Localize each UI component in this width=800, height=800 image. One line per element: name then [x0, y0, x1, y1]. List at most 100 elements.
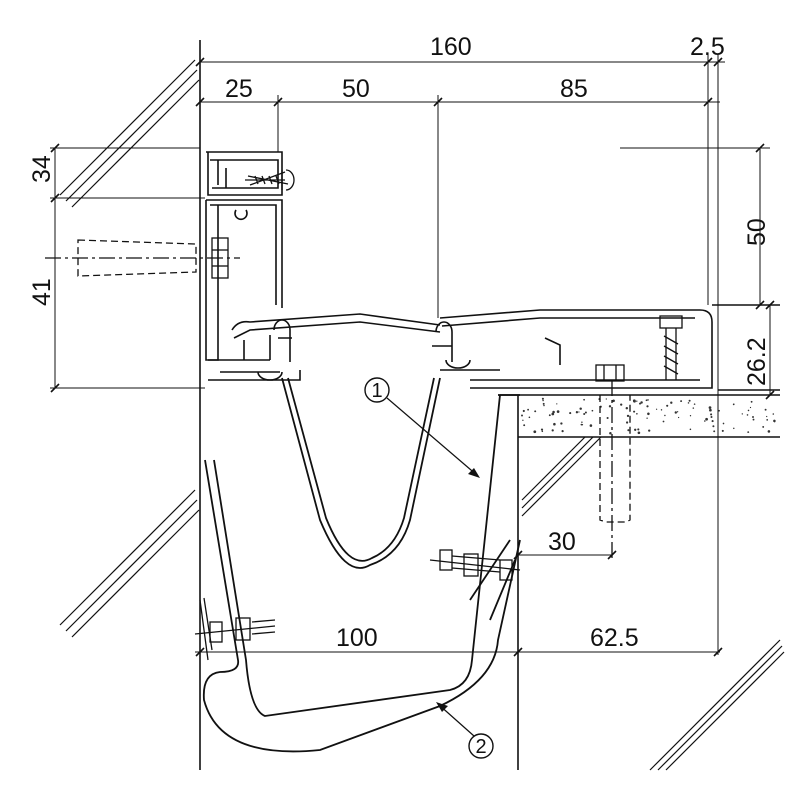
concrete-dot — [609, 431, 612, 435]
concrete-dot — [639, 402, 641, 405]
concrete-dot — [712, 425, 715, 428]
right-clamp-bolt — [429, 549, 521, 581]
concrete-dot — [662, 420, 665, 423]
concrete-dot — [722, 422, 725, 425]
drainage-trough-part-2 — [202, 394, 521, 753]
dim-bottom-right: 62.5 — [590, 624, 639, 652]
concrete-dot — [636, 412, 638, 415]
concrete-dot — [605, 398, 607, 400]
rubber-seal-part-1 — [281, 377, 441, 569]
concrete-dot — [541, 397, 544, 400]
concrete-dot — [637, 431, 641, 435]
concrete-dot — [752, 416, 754, 418]
concrete-dot — [750, 400, 753, 403]
concrete-dot — [528, 416, 531, 419]
concrete-dot — [660, 409, 663, 411]
concrete-dot — [711, 420, 714, 423]
dim-left-lower: 41 — [28, 278, 56, 306]
concrete-dot — [541, 430, 544, 433]
concrete-dot — [627, 429, 630, 432]
callout-leader-1 — [386, 397, 479, 477]
concrete-dot — [640, 401, 643, 404]
concrete-dot — [764, 408, 767, 411]
dimension-ticks — [50, 57, 775, 657]
concrete-dot — [608, 405, 612, 408]
concrete-dot — [655, 408, 658, 410]
dim-top-overall: 160 — [430, 33, 472, 61]
concrete-dot — [556, 403, 558, 405]
left-wall — [59, 40, 201, 770]
concrete-dot — [752, 418, 755, 421]
concrete-dot — [718, 409, 720, 412]
concrete-dot — [542, 399, 544, 402]
concrete-dot — [664, 414, 666, 417]
concrete-dot — [632, 399, 636, 403]
concrete-dot — [741, 413, 743, 415]
concrete-dot — [766, 419, 769, 421]
concrete-dot — [533, 430, 537, 434]
dim-right-upper: 50 — [743, 218, 771, 246]
concrete-dot — [647, 412, 650, 416]
concrete-dot — [612, 399, 615, 403]
concrete-dot — [674, 411, 678, 414]
concrete-dot — [670, 401, 673, 404]
dim-top-seg1: 25 — [225, 75, 253, 103]
concrete-dot — [551, 412, 555, 416]
concrete-dot — [747, 409, 750, 412]
concrete-dot — [689, 415, 692, 417]
concrete-dot — [692, 407, 695, 409]
concrete-dot — [646, 405, 649, 408]
concrete-dot — [578, 411, 580, 413]
callout-part-2: 2 — [436, 702, 494, 759]
concrete-dot — [542, 402, 545, 405]
concrete-dot — [762, 425, 765, 428]
concrete-dot — [766, 415, 768, 418]
callout-arrow-1 — [468, 468, 480, 478]
callout-arrow-2 — [436, 702, 448, 712]
concrete-dot — [569, 412, 572, 415]
concrete-dot — [646, 417, 648, 419]
concrete-dot — [676, 411, 679, 413]
concrete-dot — [772, 413, 775, 415]
concrete-dot — [710, 413, 713, 416]
concrete-dot — [713, 430, 716, 433]
callout-label-2: 2 — [475, 736, 486, 758]
concrete-dot — [767, 430, 771, 433]
dim-left-upper: 34 — [28, 155, 56, 183]
concrete-dot — [680, 400, 683, 403]
concrete-dot — [625, 421, 629, 424]
dim-top-seg3: 85 — [560, 75, 588, 103]
dim-bottom-left: 100 — [336, 624, 378, 652]
right-cover-screw — [659, 315, 683, 380]
concrete-dot — [688, 399, 691, 402]
concrete-dot — [560, 422, 563, 425]
dim-right-lower: 26.2 — [743, 337, 771, 386]
callout-part-1: 1 — [364, 377, 480, 478]
concrete-dot — [634, 428, 637, 431]
concrete-dot — [709, 408, 712, 412]
concrete-dot — [591, 409, 594, 412]
concrete-dot — [710, 415, 713, 419]
concrete-dot — [637, 428, 640, 431]
concrete-dot — [606, 416, 609, 420]
concrete-dot — [521, 414, 523, 417]
concrete-dot — [677, 416, 680, 419]
callout-label-1: 1 — [371, 380, 382, 402]
concrete-dot — [561, 430, 564, 433]
callout-circle-1 — [364, 377, 390, 403]
concrete-dot — [552, 410, 555, 414]
slab-bolt-anchor — [595, 364, 631, 560]
concrete-dot — [733, 427, 735, 430]
concrete-dot — [747, 431, 750, 434]
right-cover-plate — [432, 304, 780, 391]
concrete-dot — [749, 406, 752, 409]
right-slab — [500, 394, 785, 771]
concrete-dot — [647, 399, 649, 401]
concrete-dot — [553, 422, 556, 426]
concrete-dot — [705, 417, 708, 421]
concrete-dot — [543, 404, 545, 407]
concrete-dot — [620, 403, 623, 406]
dimension-lines — [50, 55, 771, 655]
concrete-dot — [645, 399, 648, 402]
